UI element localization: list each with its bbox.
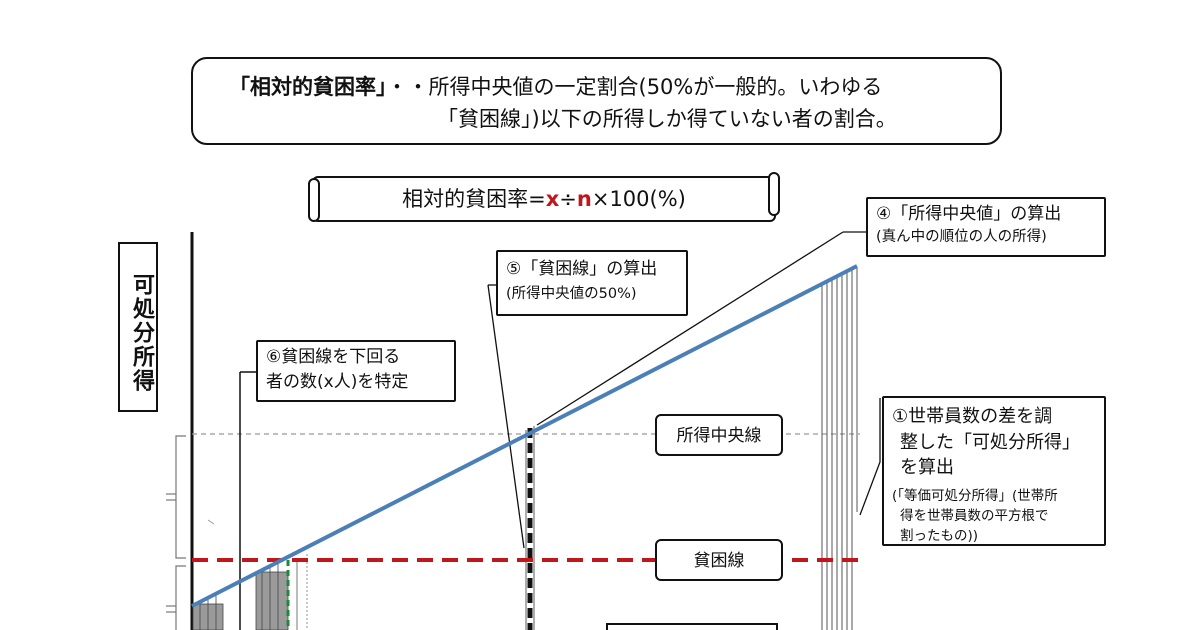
- step1-line-2: 整した「可処分所得」: [900, 432, 1080, 453]
- income-curve: [191, 264, 858, 608]
- step1-box: ①世帯員数の差を調 整した「可処分所得」 を算出 (「等価可処分所得」(世帯所 …: [882, 396, 1106, 546]
- step6-box: ⑥貧困線を下回る 者の数(x人)を特定: [256, 340, 456, 402]
- formula-x: x: [545, 187, 560, 211]
- step5-title: ⑤「貧困線」の算出: [506, 259, 658, 279]
- step6-line-2: 者の数(x人)を特定: [266, 372, 409, 392]
- step1-pointer: [859, 398, 881, 516]
- median-line-label: 所得中央線: [655, 414, 783, 456]
- left-brackets: [166, 435, 186, 630]
- formula-suffix: ×100(%): [591, 187, 686, 211]
- scroll-curl-left: [308, 178, 320, 222]
- formula-box: 相対的貧困率=x÷n×100(%): [312, 176, 776, 222]
- definition-text-1: ・・所得中央値の一定割合(50%が一般的。いわゆる: [386, 75, 883, 99]
- step4-title: ④「所得中央値」の算出: [876, 204, 1062, 224]
- step1-line-1: ①世帯員数の差を調: [892, 406, 1053, 427]
- step1-line-3: を算出: [900, 457, 954, 478]
- scroll-curl-right: [768, 172, 780, 216]
- step1-note-3: 割ったもの)): [900, 528, 979, 544]
- step5-subtitle: (所得中央値の50%): [506, 286, 637, 302]
- step4-pointer: [536, 231, 844, 426]
- step1-note-2: 得を世帯員数の平方根で: [900, 508, 1049, 524]
- formula-prefix: 相対的貧困率=: [402, 187, 546, 211]
- median-bar: [525, 426, 535, 630]
- definition-term: 「相対的貧困率」: [229, 75, 387, 99]
- formula-div: ÷: [559, 187, 577, 211]
- step5-pointer-down: [487, 284, 525, 549]
- definition-line-2: 「貧困線」)以下の所得しか得ていない者の割合。: [437, 107, 897, 131]
- bars-right: [821, 268, 858, 630]
- step4-box: ④「所得中央値」の算出 (真ん中の順位の人の所得): [866, 197, 1106, 257]
- bars-left: [192, 554, 308, 630]
- step6-line-1: ⑥貧困線を下回る: [266, 347, 401, 367]
- poverty-line-label: 貧困線: [655, 539, 783, 581]
- definition-box: 「相対的貧困率」・・所得中央値の一定割合(50%が一般的。いわゆる 「貧困線」)…: [191, 57, 1002, 145]
- step5-box: ⑤「貧困線」の算出 (所得中央値の50%): [496, 250, 688, 316]
- step4-subtitle: (真ん中の順位の人の所得): [876, 229, 1047, 245]
- bottom-box-partial: [606, 623, 778, 630]
- step1-note-1: (「等価可処分所得」(世帯所: [892, 488, 1058, 504]
- formula-n: n: [576, 187, 592, 211]
- definition-line-1: 「相対的貧困率」・・所得中央値の一定割合(50%が一般的。いわゆる: [229, 71, 882, 103]
- y-axis-label: 可処分所得: [118, 242, 158, 412]
